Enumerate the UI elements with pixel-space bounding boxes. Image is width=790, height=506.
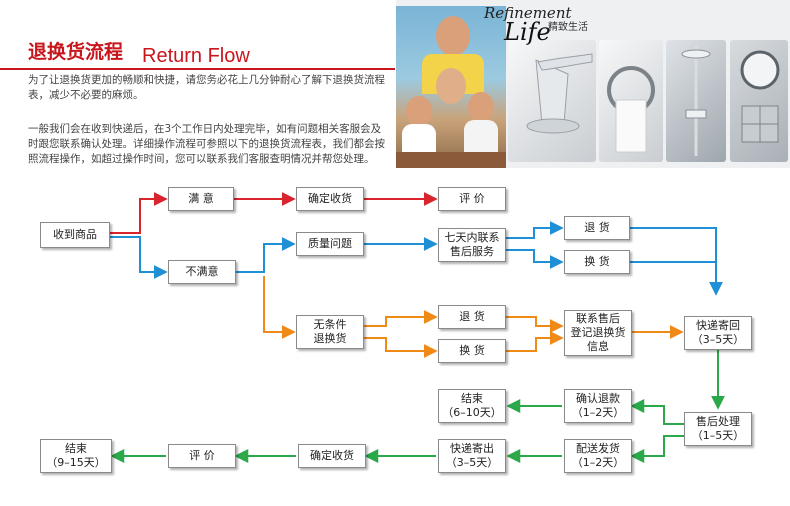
contact-register-line3: 信息	[587, 340, 609, 353]
satisfied-arrows	[110, 192, 438, 234]
return-unconditional-label: 退 货	[459, 310, 485, 323]
intro-paragraph-1: 为了让退换货更加的畅顺和快捷，请您务必花上几分钟耐心了解下退换货流程表，减少不必…	[28, 74, 385, 101]
family-photo	[396, 6, 506, 168]
return-quality-node: 退 货	[564, 216, 630, 240]
quality-issue-node: 质量问题	[296, 232, 364, 256]
processing-arrows	[110, 350, 725, 463]
confirm-refund-line2: （1–2天）	[571, 406, 625, 419]
unconditional-line2: 退换货	[313, 332, 347, 345]
confirm-receipt-bottom-label: 确定收货	[310, 449, 354, 462]
banner-tagline-chinese: 精致生活	[548, 22, 588, 33]
end-refund-line1: 结束	[461, 392, 483, 405]
received-goods-label: 收到商品	[53, 228, 97, 241]
express-out-line2: （3–5天）	[445, 456, 499, 469]
contact-register-node: 联系售后 登记退换货 信息	[564, 310, 632, 356]
end-final-node: 结束 （9–15天）	[40, 439, 112, 473]
end-final-line2: （9–15天）	[46, 456, 106, 469]
exchange-unconditional-label: 换 货	[459, 344, 485, 357]
express-return-line1: 快递寄回	[696, 319, 740, 332]
satisfied-label: 满 意	[188, 192, 214, 205]
confirm-refund-node: 确认退款 （1–2天）	[564, 389, 632, 423]
banner-tagline-english: Refinement	[484, 4, 572, 22]
title-underline	[0, 68, 395, 70]
after-sale-line1: 售后处理	[696, 415, 740, 428]
confirm-receipt-top-node: 确定收货	[296, 187, 364, 211]
unconditional-line1: 无条件	[313, 318, 347, 331]
contact-register-line1: 联系售后	[576, 312, 620, 325]
end-final-line1: 结束	[65, 442, 87, 455]
confirm-receipt-bottom-node: 确定收货	[298, 444, 366, 468]
satisfied-node: 满 意	[168, 187, 234, 211]
review-top-label: 评 价	[459, 192, 485, 205]
confirm-refund-line1: 确认退款	[576, 392, 620, 405]
received-goods-node: 收到商品	[40, 222, 110, 248]
banner-tagline-life: Life	[504, 18, 551, 46]
page-title-english: Return Flow	[142, 45, 250, 67]
contact-register-line2: 登记退换货	[570, 326, 626, 339]
faucet-image	[508, 40, 596, 162]
mirror-image	[730, 40, 788, 162]
towel-ring-image	[599, 40, 663, 162]
after-sale-node: 售后处理 （1–5天）	[684, 412, 752, 446]
seven-day-contact-line1: 七天内联系	[444, 231, 500, 244]
end-refund-node: 结束 （6–10天）	[438, 389, 506, 423]
unconditional-return-node: 无条件 退换货	[296, 315, 364, 349]
express-out-line1: 快递寄出	[450, 442, 494, 455]
return-quality-label: 退 货	[584, 221, 610, 234]
deliver-line1: 配送发货	[576, 442, 620, 455]
seven-day-contact-node: 七天内联系 售后服务	[438, 228, 506, 262]
end-refund-line2: （6–10天）	[442, 406, 502, 419]
quality-arrows	[110, 221, 723, 296]
deliver-node: 配送发货 （1–2天）	[564, 439, 632, 473]
shower-image	[666, 40, 726, 162]
after-sale-line2: （1–5天）	[691, 429, 745, 442]
review-top-node: 评 价	[438, 187, 506, 211]
banner-image: Refinement Life 精致生活	[396, 0, 790, 168]
express-return-line2: （3–5天）	[691, 333, 745, 346]
deliver-line2: （1–2天）	[571, 456, 625, 469]
intro-paragraph-2: 一般我们会在收到快递后，在3个工作日内处理完毕，如有问题相关客服会及时跟您联系确…	[28, 123, 385, 165]
exchange-unconditional-node: 换 货	[438, 339, 506, 363]
unsatisfied-node: 不满意	[168, 260, 236, 284]
unsatisfied-label: 不满意	[185, 265, 219, 278]
review-bottom-node: 评 价	[168, 444, 236, 468]
express-return-node: 快递寄回 （3–5天）	[684, 316, 752, 350]
express-out-node: 快递寄出 （3–5天）	[438, 439, 506, 473]
exchange-quality-label: 换 货	[584, 255, 610, 268]
seven-day-contact-line2: 售后服务	[450, 245, 494, 258]
page-title: 退换货流程	[28, 41, 124, 63]
return-unconditional-node: 退 货	[438, 305, 506, 329]
confirm-receipt-top-label: 确定收货	[308, 192, 352, 205]
exchange-quality-node: 换 货	[564, 250, 630, 274]
unconditional-arrows	[263, 276, 684, 358]
review-bottom-label: 评 价	[189, 449, 215, 462]
quality-issue-label: 质量问题	[308, 237, 352, 250]
